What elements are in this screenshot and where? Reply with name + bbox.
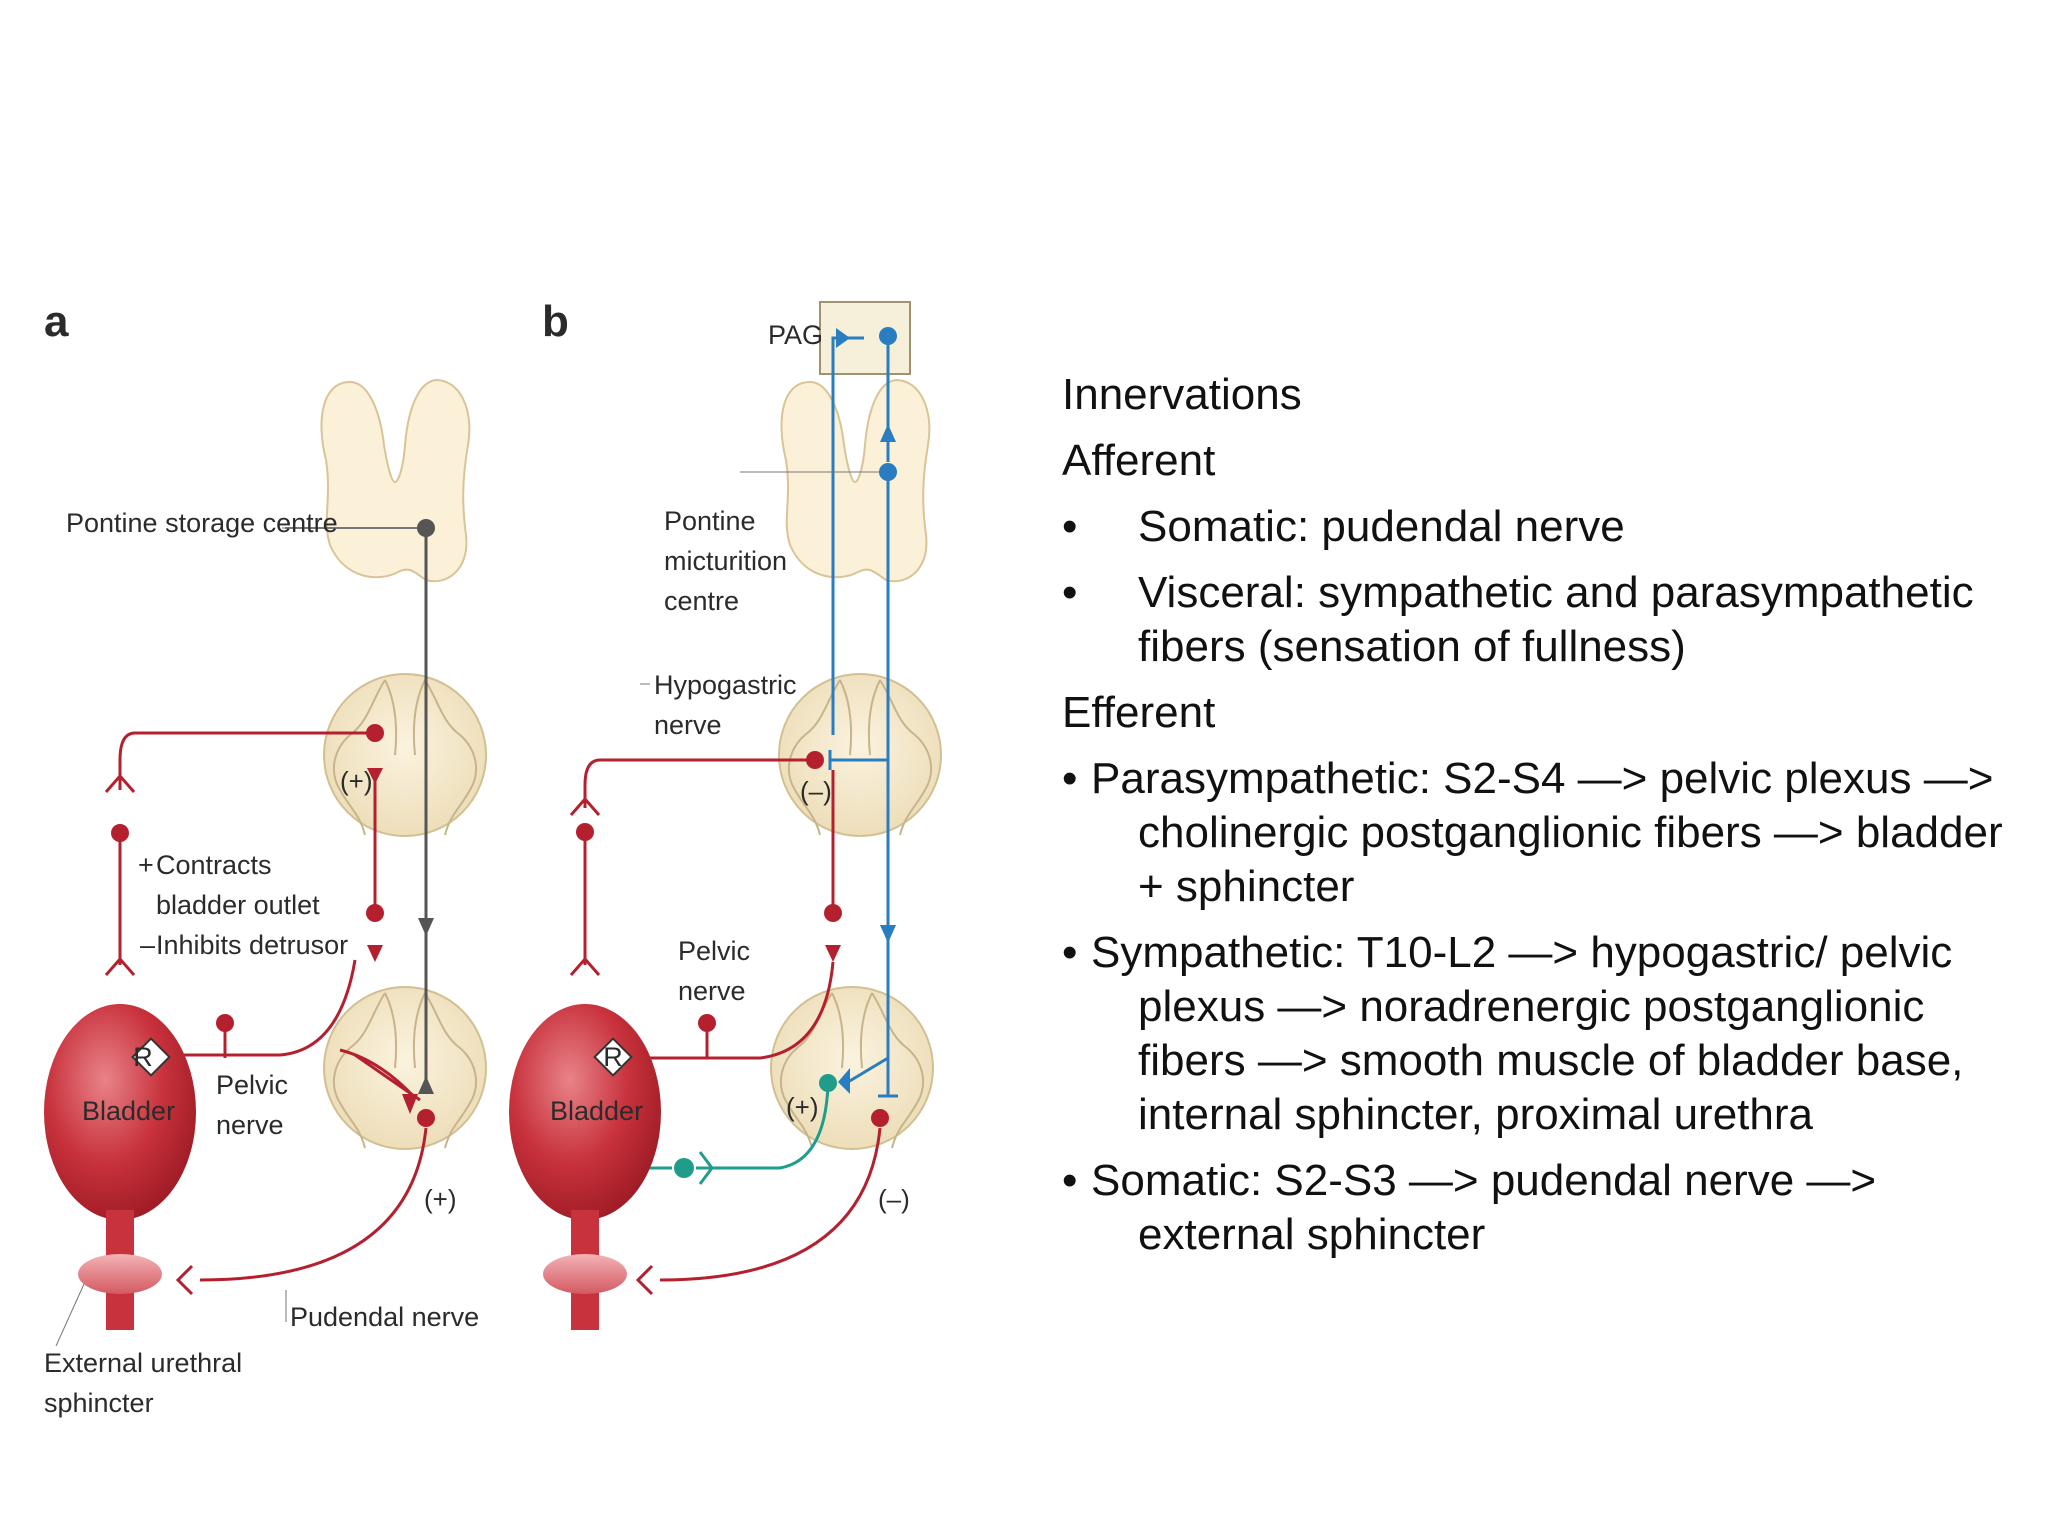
label-bladder-a: Bladder xyxy=(82,1096,175,1126)
efferent-heading: Efferent xyxy=(1062,688,1216,737)
efferent-item-3: • Somatic: S2-S3 —> pudendal nerve —> ext… xyxy=(1062,1154,2022,1262)
bullet: • xyxy=(1062,928,1078,977)
sign-upper-a: (+) xyxy=(340,766,373,796)
spinal-cord-upper-a xyxy=(323,673,487,837)
efferent-item-text: Sympathetic: T10-L2 —> hypogastric/ pelv… xyxy=(1091,928,1964,1139)
sign-lower-a: (+) xyxy=(424,1184,457,1214)
pelvic-afferent-a xyxy=(176,959,421,1114)
bullet: • xyxy=(1062,568,1078,617)
panel-a-letter: a xyxy=(44,297,69,346)
panel-b-letter: b xyxy=(542,297,569,346)
label-pmc-3: centre xyxy=(664,586,739,616)
label-pontine-storage-centre: Pontine storage centre xyxy=(66,508,338,538)
bladder-a xyxy=(44,1004,196,1330)
bladder-b xyxy=(509,1004,661,1330)
bullet: • xyxy=(1062,754,1078,803)
pelvic-afferent-b xyxy=(637,961,835,1060)
afferent-item-text: Visceral: sympathetic and parasympatheti… xyxy=(1138,568,1974,671)
label-pudendal-nerve: Pudendal nerve xyxy=(290,1302,479,1332)
efferent-item-1: • Parasympathetic: S2-S4 —> pelvic plexus… xyxy=(1062,752,2022,914)
label-pelvic-nerve-b-2: nerve xyxy=(678,976,746,1006)
panel-a: a xyxy=(44,297,487,1418)
pontine-descending-path-a xyxy=(285,519,435,1094)
spinal-cord-lower-a xyxy=(323,986,487,1150)
pons-a xyxy=(320,378,471,583)
label-pelvic-nerve-b-1: Pelvic xyxy=(678,936,750,966)
label-pmc-1: Pontine xyxy=(664,506,756,536)
pudendal-nerve-b xyxy=(635,1109,889,1296)
label-pag: PAG xyxy=(768,320,823,350)
hypogastric-efferent-a xyxy=(104,724,384,976)
label-external-urethral-2: sphincter xyxy=(44,1388,154,1418)
sign-plus-b: (+) xyxy=(786,1092,819,1122)
pons-b xyxy=(780,378,931,583)
efferent-item-text: Parasympathetic: S2-S4 —> pelvic plexus … xyxy=(1091,754,2003,911)
hypogastric-efferent-b xyxy=(569,751,842,976)
pmc-descending-path-b xyxy=(740,327,898,1098)
afferent-heading: Afferent xyxy=(1062,436,1216,485)
afferent-item-text: Somatic: pudendal nerve xyxy=(1138,502,1625,551)
label-contracts-sign: + xyxy=(138,850,154,880)
afferent-item-1: • Somatic: pudendal nerve xyxy=(1062,500,2022,554)
label-bladder-b: Bladder xyxy=(550,1096,643,1126)
label-receptor-a: R xyxy=(133,1042,153,1072)
label-hypogastric-1: Hypogastric xyxy=(654,670,797,700)
sign-lower-b: (–) xyxy=(878,1184,910,1214)
label-bladder-outlet: bladder outlet xyxy=(156,890,320,920)
spinal-cord-lower-b xyxy=(770,986,934,1150)
bullet: • xyxy=(1062,1156,1078,1205)
label-pelvic-nerve-a-1: Pelvic xyxy=(216,1070,288,1100)
label-inhibits-detrusor: Inhibits detrusor xyxy=(156,930,348,960)
label-inhibits-sign: – xyxy=(140,930,155,960)
notes-title: Innervations xyxy=(1062,370,1302,419)
afferent-item-2: • Visceral: sympathetic and parasympathe… xyxy=(1062,566,2022,674)
efferent-item-text: Somatic: S2-S3 —> pudendal nerve —> exte… xyxy=(1091,1156,1877,1259)
panel-b: b PAG xyxy=(509,297,942,1330)
label-pmc-2: micturition xyxy=(664,546,787,576)
efferent-item-2: • Sympathetic: T10-L2 —> hypogastric/ pel… xyxy=(1062,926,2022,1142)
innervation-notes: Innervations Afferent • Somatic: pudenda… xyxy=(1062,368,2022,1274)
label-pelvic-nerve-a-2: nerve xyxy=(216,1110,284,1140)
label-external-urethral-1: External urethral xyxy=(44,1348,242,1378)
label-hypogastric-2: nerve xyxy=(654,710,722,740)
label-contracts: Contracts xyxy=(156,850,272,880)
sign-upper-b: (–) xyxy=(800,776,832,806)
spinal-cord-upper-b xyxy=(778,673,942,837)
label-receptor-b: R xyxy=(603,1042,623,1072)
bullet: • xyxy=(1062,502,1078,551)
pudendal-nerve-a xyxy=(175,1109,435,1296)
